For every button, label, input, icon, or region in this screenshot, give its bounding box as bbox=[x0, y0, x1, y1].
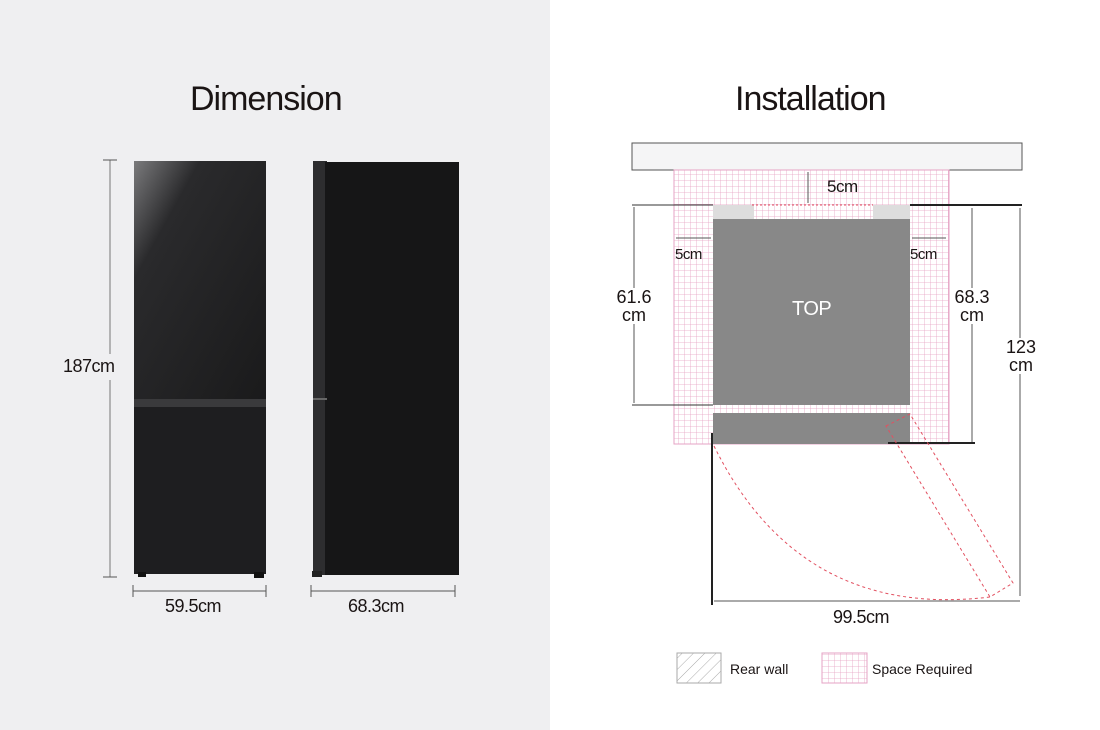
fridge-top-view bbox=[713, 219, 910, 405]
body-depth-label: 61.6 cm bbox=[614, 288, 654, 324]
front-width-line bbox=[132, 585, 267, 597]
side-depth-label: 68.3cm bbox=[348, 596, 405, 616]
total-depth-label: 68.3 cm bbox=[950, 288, 994, 324]
right-gap-label: 5cm bbox=[910, 246, 937, 263]
fridge-front-view bbox=[134, 161, 266, 578]
door-open-depth-label: 123 cm bbox=[1000, 338, 1042, 374]
space-required-swatch bbox=[821, 652, 868, 684]
legend-rear-wall: Rear wall bbox=[730, 661, 789, 677]
door-open-width-label: 99.5cm bbox=[833, 607, 890, 627]
height-label: 187cm bbox=[63, 356, 115, 376]
top-gap-label: 5cm bbox=[827, 177, 858, 196]
installation-title: Installation bbox=[735, 80, 887, 118]
dimension-title: Dimension bbox=[190, 80, 343, 118]
rear-wall-swatch bbox=[676, 652, 722, 684]
height-dimension-line bbox=[92, 159, 128, 578]
side-depth-line bbox=[310, 585, 456, 597]
left-gap-label: 5cm bbox=[675, 246, 702, 263]
legend-space-required: Space Required bbox=[872, 661, 973, 677]
rear-wall bbox=[631, 142, 1023, 171]
front-width-label: 59.5cm bbox=[165, 596, 222, 616]
fridge-side-view bbox=[312, 161, 459, 577]
top-view-label: TOP bbox=[792, 298, 832, 320]
